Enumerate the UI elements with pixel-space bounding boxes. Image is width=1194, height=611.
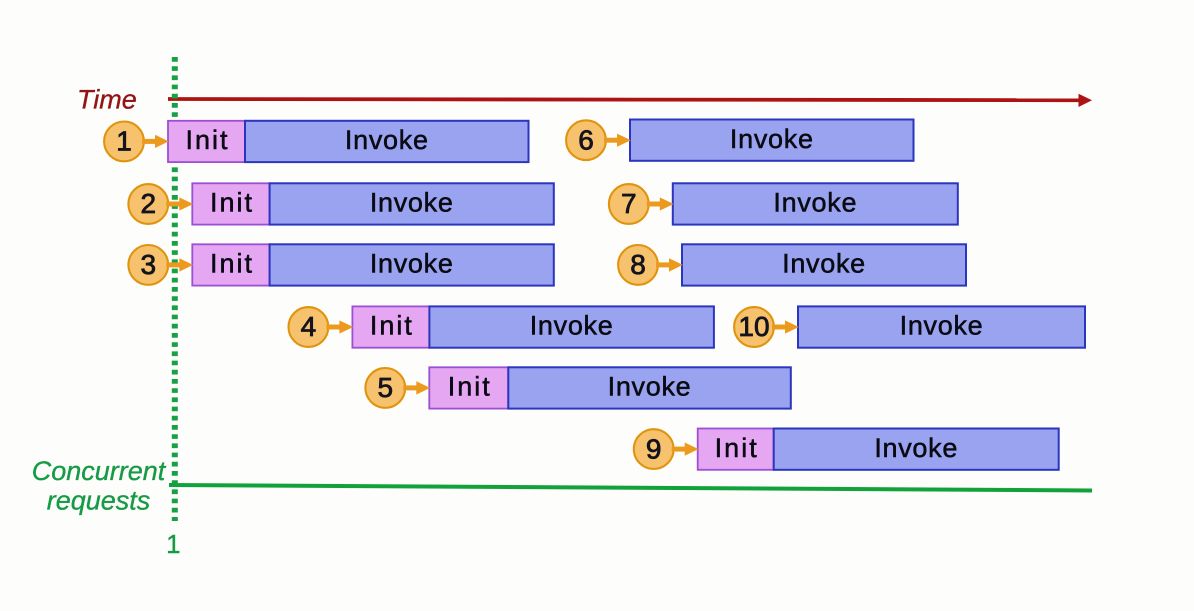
- svg-text:10: 10: [738, 311, 769, 342]
- svg-text:Invoke: Invoke: [530, 311, 614, 341]
- svg-text:Init: Init: [448, 372, 492, 402]
- svg-text:2: 2: [141, 188, 157, 219]
- svg-text:4: 4: [301, 311, 317, 342]
- svg-text:8: 8: [630, 249, 646, 280]
- svg-text:Time: Time: [77, 85, 137, 115]
- svg-text:5: 5: [378, 372, 394, 403]
- svg-text:9: 9: [646, 433, 662, 464]
- svg-text:Invoke: Invoke: [608, 372, 692, 402]
- svg-text:1: 1: [166, 529, 180, 559]
- svg-text:Init: Init: [370, 311, 414, 341]
- svg-text:Invoke: Invoke: [773, 188, 857, 218]
- svg-text:Invoke: Invoke: [370, 249, 454, 279]
- svg-text:Invoke: Invoke: [782, 249, 866, 279]
- svg-text:6: 6: [578, 124, 594, 155]
- svg-text:7: 7: [621, 188, 637, 219]
- svg-text:1: 1: [116, 126, 132, 157]
- svg-text:Invoke: Invoke: [345, 125, 429, 155]
- svg-text:3: 3: [141, 249, 157, 280]
- svg-text:Invoke: Invoke: [370, 188, 454, 218]
- svg-text:requests: requests: [47, 486, 151, 516]
- svg-text:Invoke: Invoke: [900, 311, 984, 341]
- svg-text:Init: Init: [210, 249, 254, 279]
- svg-text:Init: Init: [185, 125, 229, 155]
- svg-text:Invoke: Invoke: [730, 124, 814, 154]
- svg-text:Invoke: Invoke: [874, 433, 958, 463]
- svg-text:Concurrent: Concurrent: [32, 456, 167, 486]
- svg-text:Init: Init: [210, 188, 254, 218]
- svg-text:Init: Init: [715, 433, 759, 463]
